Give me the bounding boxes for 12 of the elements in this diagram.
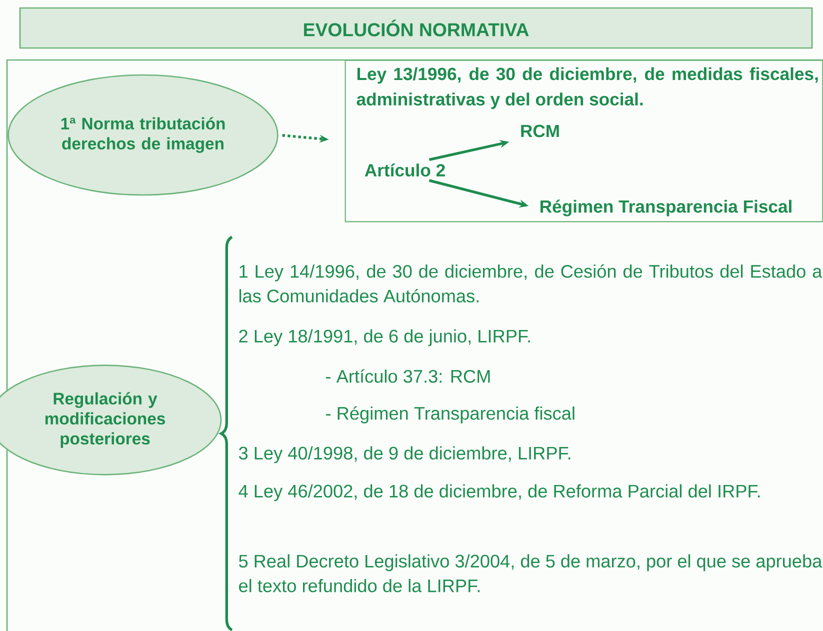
list-item: - Régimen Transparencia fiscal [326,406,574,424]
list-item: - Artículo 37.3: RCM [326,369,490,383]
list-item: 5 Real Decreto Legislativo 3/2004, de 5 de marzo, por el que se aprueba el texto refundido de la LIRPF. [239,554,822,592]
list-item: 3 Ley 40/1998, de 9 de diciembre, LIRPF. [238,446,570,464]
ellipse-node: 1ª Norma tributación derechos de imagen [8,74,278,196]
list-item: 4 Ley 46/2002, de 18 de diciembre, de Reforma Parcial del IRPF. [238,484,760,502]
node-text: Artículo 2 [364,163,445,177]
node-text: Régimen Transparencia Fiscal [540,200,792,216]
list-item: 1 Ley 14/1996, de 30 de diciembre, de Cesión de Tributos del Estado a las Comunidades Autónomas. [239,264,822,302]
list-item: 2 Ley 18/1991, de 6 de junio, LIRPF. [239,329,530,346]
node-text: RCM [521,124,559,138]
title-banner: EVOLUCIÓN NORMATIVA [19,7,813,49]
